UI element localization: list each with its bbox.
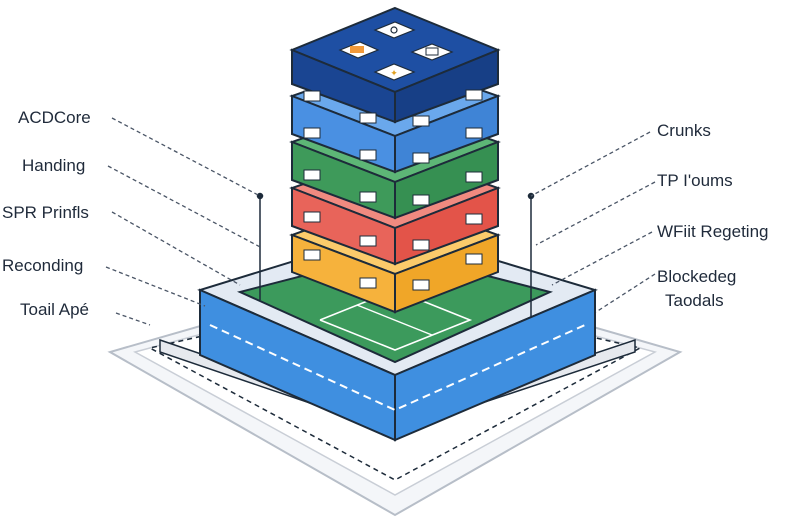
server-icon: [465, 127, 483, 139]
server-icon: [412, 239, 430, 251]
support-posts: [256, 192, 535, 318]
label-right-4: Blockedeg: [657, 267, 737, 286]
leader-lines: [105, 117, 656, 326]
device-icon: [410, 43, 454, 61]
server-icon: [412, 152, 430, 164]
star-icon: ✦: [373, 63, 416, 81]
server-icon: [465, 171, 483, 183]
server-icon: [359, 149, 377, 161]
layer-top: ✦: [289, 6, 501, 124]
svg-text:✦: ✦: [390, 69, 398, 79]
label-right-1: Crunks: [657, 121, 711, 140]
label-left-5: Toail Apé: [20, 300, 89, 319]
server-icon: [359, 112, 377, 124]
label-left-1: ACDCore: [18, 108, 91, 127]
label-right-5: Taodals: [665, 291, 724, 310]
orange-app-icon: [338, 41, 380, 59]
server-icon: [359, 191, 377, 203]
layer-stack: ✦: [289, 6, 501, 314]
label-right-3: WFiit Regeting: [657, 222, 769, 241]
server-icon: [303, 90, 321, 102]
label-left-2: Handing: [22, 156, 86, 175]
label-left-4: Reconding: [2, 256, 84, 275]
server-icon: [303, 249, 321, 261]
server-icon: [412, 279, 430, 291]
server-icon: [303, 211, 321, 223]
label-left-3: SPR Prinfls: [2, 203, 89, 222]
layer-side-icons: [303, 89, 483, 291]
server-icon: [412, 115, 430, 127]
server-icon: [303, 127, 321, 139]
globe-icon: [373, 21, 416, 39]
server-icon: [359, 235, 377, 247]
server-icon: [359, 277, 377, 289]
label-right-2: TP I'oums: [657, 171, 733, 190]
server-icon: [412, 194, 430, 206]
server-icon: [465, 89, 483, 101]
server-icon: [465, 253, 483, 265]
server-icon: [465, 213, 483, 225]
server-icon: [303, 169, 321, 181]
